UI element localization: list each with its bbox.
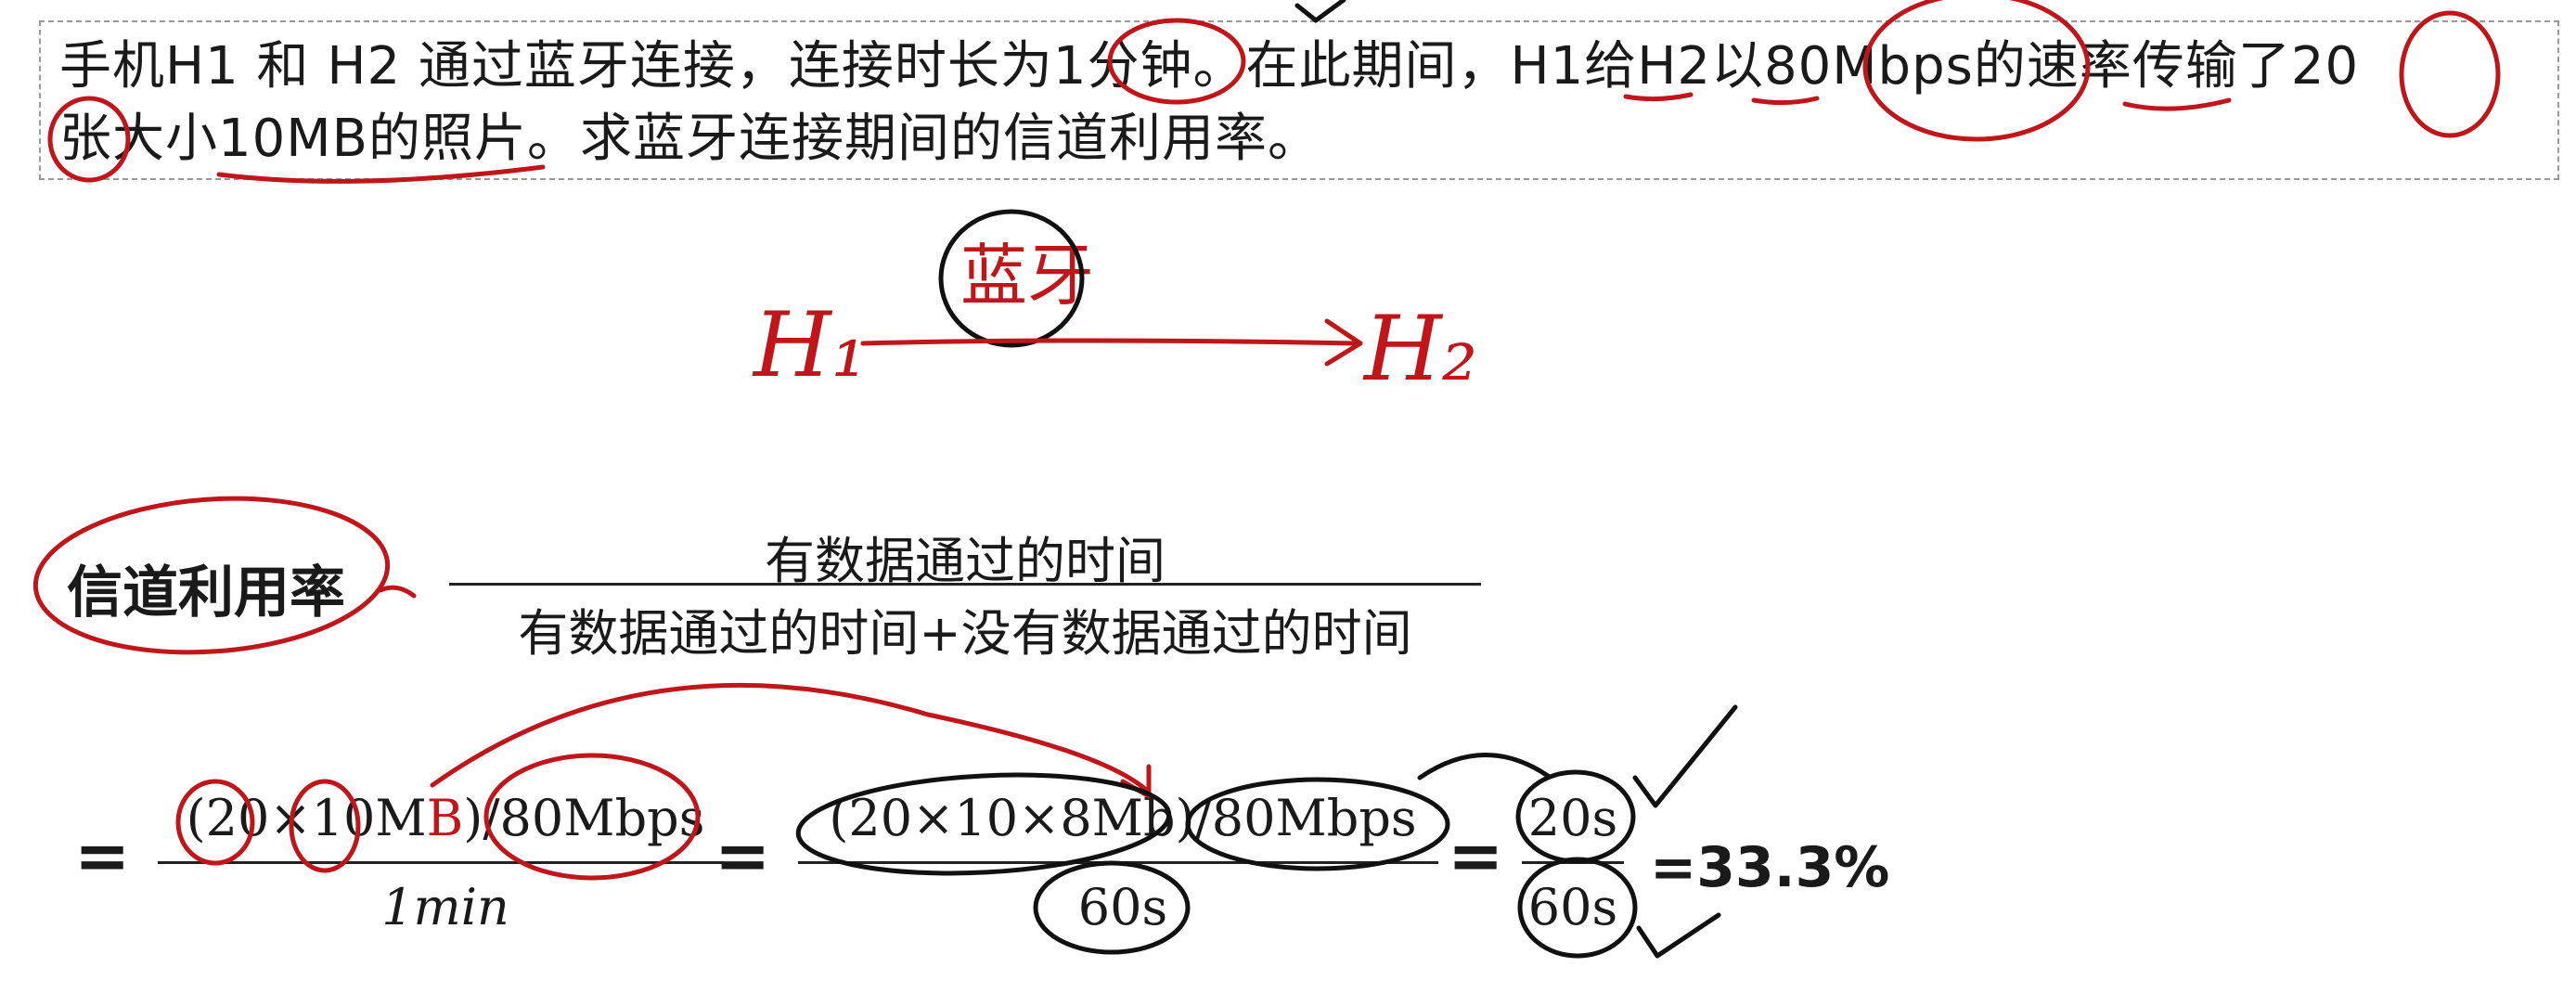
circle-1min	[1107, 18, 1246, 105]
underline-rate	[2122, 97, 2232, 111]
problem-line-1: 手机H1 和 H2 通过蓝牙连接，连接时长为1分钟。在此期间，H1给H2以80M…	[59, 36, 2360, 97]
arrow-b-to-b	[430, 682, 1150, 793]
diagram-node-h1: H₁	[753, 293, 868, 397]
circle-bluetooth	[938, 209, 1085, 348]
circle-60s-calc2	[1033, 860, 1191, 955]
arrow-to-20s	[1417, 753, 1551, 780]
equals-sign-1: =	[74, 817, 131, 895]
problem-line-2: 张大小10MB的照片。求蓝牙连接期间的信道利用率。	[59, 109, 1320, 169]
circle-80mbps-calc2	[1185, 777, 1450, 871]
circle-zhang	[47, 96, 131, 183]
diagram-node-h2: H₂	[1364, 297, 1478, 401]
fraction3-denominator: 60s	[1527, 878, 1618, 936]
fraction1-denominator: 1min	[381, 878, 509, 936]
underline-10mb	[216, 164, 546, 184]
concept-denominator: 有数据通过的时间+没有数据通过的时间	[518, 604, 1412, 663]
fraction1-num-part-a: (20×10M	[186, 789, 427, 847]
diagram-arrow-head	[1324, 318, 1363, 367]
equals-sign-2: =	[715, 817, 771, 895]
fraction1-numerator: (20×10MB)/80Mbps	[158, 789, 733, 847]
underline-h2	[1751, 96, 1820, 106]
equals-sign-3: =	[1448, 817, 1504, 895]
circle-20	[2399, 10, 2501, 138]
fraction1-num-unit-b: B	[426, 789, 464, 847]
circle-60s	[1517, 857, 1638, 959]
circle-20s	[1515, 769, 1636, 864]
problem-box	[39, 20, 2559, 180]
concept-numerator: 有数据通过的时间	[765, 532, 1166, 590]
fraction2-numerator: (20×10×8Mb)/80Mbps	[829, 789, 1417, 847]
fraction1-bar	[158, 861, 724, 864]
fraction3-numerator: 20s	[1527, 789, 1618, 847]
diagram-arrow-line	[860, 338, 1358, 346]
strike-equals	[378, 585, 417, 599]
fraction2-denominator: 60s	[1077, 878, 1168, 936]
circle-80mbps-calc	[483, 753, 701, 881]
fraction1-num-part-c: )/80Mbps	[463, 789, 705, 847]
check-mark-top	[1294, 0, 1346, 23]
circle-20-calc	[175, 779, 255, 866]
concept-fraction-bar	[449, 583, 1481, 586]
circle-numerator-calc2	[795, 772, 1172, 876]
concept-label: 信道利用率	[67, 561, 345, 625]
check-mark-60s	[1636, 912, 1721, 959]
circle-10-calc	[289, 779, 361, 873]
check-mark-20s	[1632, 704, 1738, 808]
circle-concept-label	[32, 496, 391, 655]
diagram-link-label: 蓝牙	[960, 237, 1095, 315]
result-value: =33.3%	[1650, 835, 1890, 900]
underline-h1	[1623, 92, 1694, 102]
circle-80mbps	[1862, 0, 2091, 142]
